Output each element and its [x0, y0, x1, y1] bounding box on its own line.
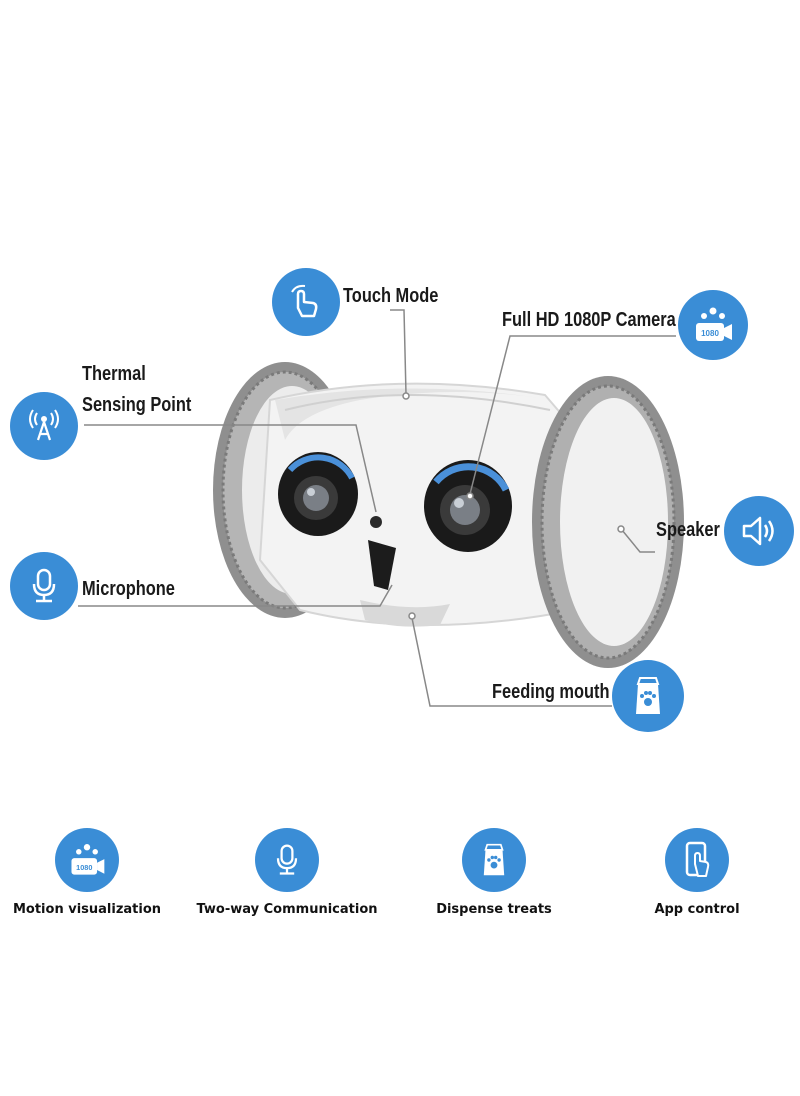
microphone-icon: [255, 828, 319, 892]
speaker-leader: [621, 529, 655, 553]
camera-1080-icon: 1080: [55, 828, 119, 892]
feeding-leader: [411, 617, 612, 707]
camera-1080-icon: 1080: [678, 290, 748, 360]
microphone-leader: [78, 584, 393, 607]
feature-two-way-communication: Two-way Communication: [187, 828, 387, 917]
hand-touch-icon: [272, 268, 340, 336]
feature-label: App control: [654, 902, 740, 917]
thermal-label-line2: Sensing Point: [82, 394, 192, 416]
speaker-label: Speaker: [656, 519, 720, 541]
touch-mode-leader: [390, 309, 407, 395]
microphone-icon: [10, 552, 78, 620]
feeding-label: Feeding mouth: [492, 681, 610, 703]
leader-lines: [78, 309, 676, 707]
right-wheel: [532, 376, 684, 668]
feature-label: Dispense treats: [436, 902, 552, 917]
treat-bag-icon: [462, 828, 526, 892]
thermal-leader: [84, 424, 377, 513]
phone-touch-icon: [665, 828, 729, 892]
speaker-icon: [724, 496, 794, 566]
robot-beak: [368, 540, 396, 590]
feature-app-control: App control: [597, 828, 797, 917]
treat-bag-icon: [612, 660, 684, 732]
thermal-sensor-dot: [370, 516, 382, 528]
feature-motion-visualization: 1080 Motion visualization: [0, 828, 187, 917]
right-eye: [424, 460, 512, 552]
microphone-label: Microphone: [82, 578, 175, 600]
camera-badge-text: 1080: [701, 329, 719, 338]
feature-label: Two-way Communication: [196, 902, 378, 917]
thermal-label-line1: Thermal: [82, 363, 146, 385]
feature-label: Motion visualization: [12, 902, 162, 917]
camera-label: Full HD 1080P Camera: [502, 309, 676, 331]
left-eye: [278, 452, 358, 536]
feature-badge-text: 1080: [76, 863, 92, 872]
feature-dispense-treats: Dispense treats: [394, 828, 594, 917]
touch-mode-label: Touch Mode: [343, 285, 439, 307]
camera-leader: [469, 335, 676, 495]
feeding-mouth-opening: [360, 600, 450, 627]
antenna-signal-icon: [10, 392, 78, 460]
